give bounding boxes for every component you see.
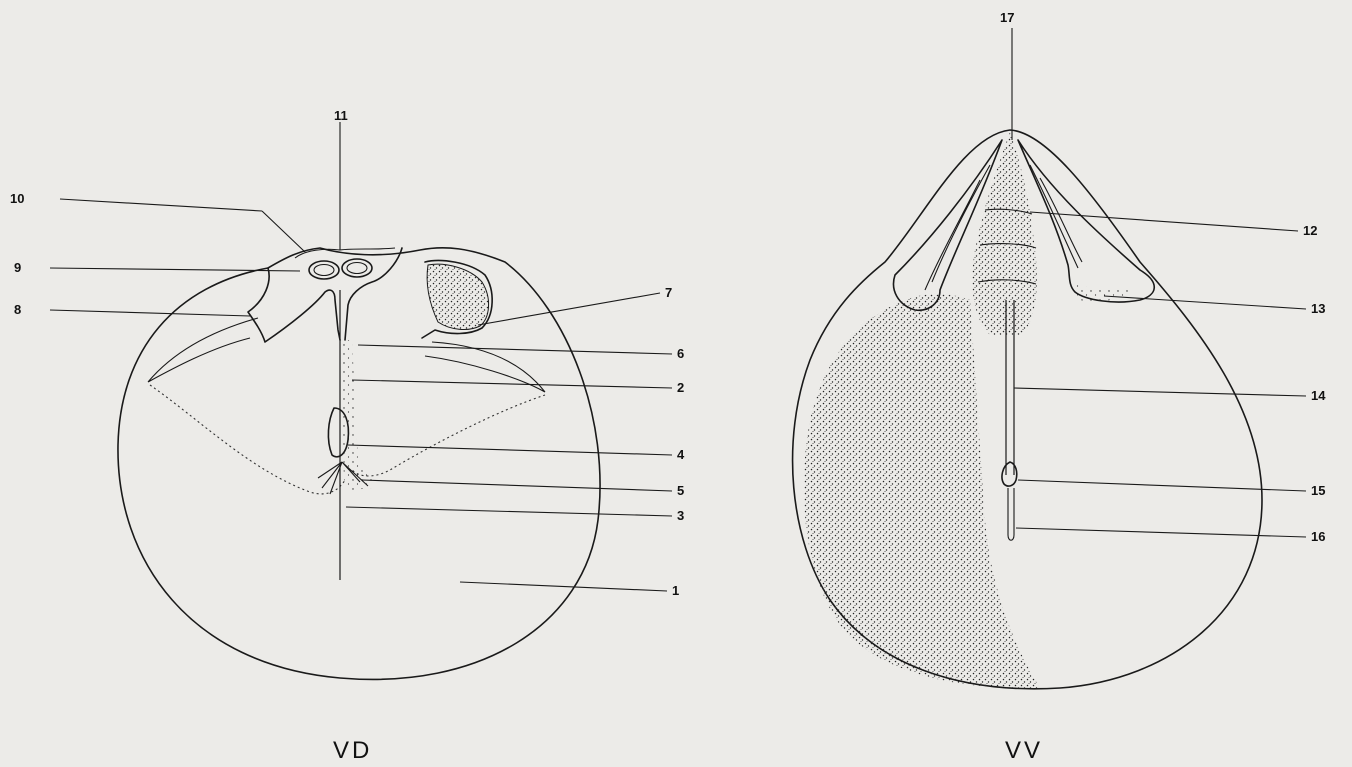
right-wing-stipple [1070, 282, 1140, 302]
label-14: 14 [1311, 388, 1326, 403]
label-7: 7 [665, 285, 672, 300]
head-structure-right [345, 248, 402, 340]
stalk-tail [1008, 488, 1014, 540]
stippled-lobe [427, 264, 488, 329]
left-flap [148, 318, 258, 382]
label-2: 2 [677, 380, 684, 395]
label-1: 1 [672, 583, 679, 598]
stippled-mass [804, 294, 1040, 688]
label-6: 6 [677, 346, 684, 361]
right-wing [1018, 140, 1154, 302]
ventral-view-caption: VV [1005, 737, 1043, 764]
label-13: 13 [1311, 301, 1325, 316]
label-3: 3 [677, 508, 684, 523]
dorsal-view: 11 10 9 8 7 6 2 4 5 3 1 VD [10, 108, 685, 764]
left-ring-inner [314, 265, 334, 276]
ventral-view: 17 12 13 14 15 16 VV [793, 10, 1327, 764]
ventral-leaders [1012, 28, 1306, 537]
label-16: 16 [1311, 529, 1325, 544]
dorsal-view-caption: VD [333, 737, 372, 764]
label-9: 9 [14, 260, 21, 275]
right-ring-inner [347, 263, 367, 274]
label-11: 11 [334, 108, 348, 123]
label-5: 5 [677, 483, 684, 498]
label-15: 15 [1311, 483, 1325, 498]
label-10: 10 [10, 191, 24, 206]
label-12: 12 [1303, 223, 1317, 238]
right-wing-inner [1030, 165, 1082, 268]
dorsal-leaders [50, 122, 672, 591]
label-4: 4 [677, 447, 685, 462]
label-8: 8 [14, 302, 21, 317]
ventral-labels: 17 12 13 14 15 16 [1000, 10, 1326, 544]
label-17: 17 [1000, 10, 1014, 25]
